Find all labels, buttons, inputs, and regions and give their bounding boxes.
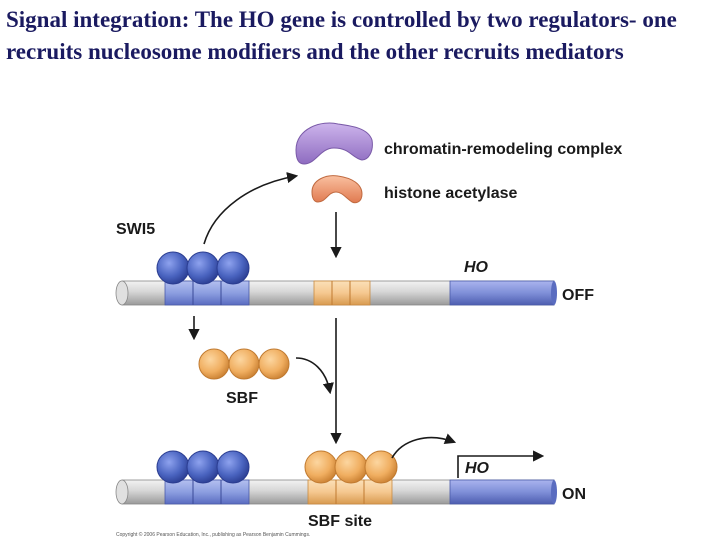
sbf-proteins-bound xyxy=(304,450,398,484)
sbf-site-label: SBF site xyxy=(308,513,372,530)
page-title: Signal integration: The HO gene is contr… xyxy=(6,7,677,64)
sbf-binding-sites-bottom xyxy=(307,479,393,505)
ho-gene-bottom xyxy=(449,479,555,505)
sbf-binding-sites-top xyxy=(313,280,371,306)
copyright-notice: Copyright © 2006 Pearson Education, Inc.… xyxy=(116,531,310,538)
swi5-proteins-bottom xyxy=(156,450,250,484)
dna-bottom xyxy=(115,479,557,505)
swi5-binding-sites-bottom xyxy=(164,479,250,505)
ho-label-top: HO xyxy=(464,259,489,276)
ho-gene-top xyxy=(449,280,555,306)
sbf-recruitment-arrow xyxy=(295,357,334,395)
sbf-label: SBF xyxy=(226,390,258,407)
recruitment-arrow-top xyxy=(203,172,299,245)
off-label: OFF xyxy=(562,287,594,304)
transcription-start-arrow xyxy=(457,450,545,478)
chromatin-remodeling-complex-shape xyxy=(295,122,373,165)
on-label: ON xyxy=(562,486,586,503)
swi5-binding-sites-top xyxy=(164,280,250,306)
histone-acetylase-label: histone acetylase xyxy=(384,185,518,202)
swi5-proteins-top xyxy=(156,251,250,285)
transcription-arrow xyxy=(391,433,457,459)
swi5-label: SWI5 xyxy=(116,221,155,238)
ho-label-bottom: HO xyxy=(465,460,490,477)
chromatin-remodeling-complex-label: chromatin-remodeling complex xyxy=(384,141,622,158)
sbf-proteins-free xyxy=(198,348,290,380)
histone-acetylase-shape xyxy=(311,175,363,204)
dna-top xyxy=(115,280,557,306)
